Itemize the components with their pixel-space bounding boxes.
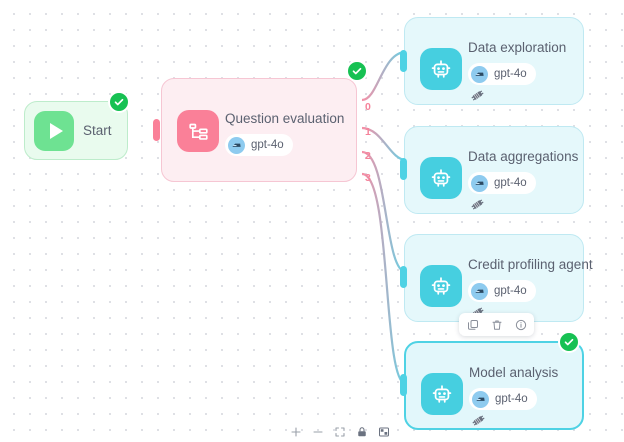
model-avatar-icon	[471, 174, 488, 192]
port-label-0: 0	[365, 101, 371, 113]
model-badge-data-exploration: gpt-4o	[468, 63, 536, 85]
zoom-in-icon[interactable]	[289, 425, 302, 438]
model-avatar-icon	[472, 390, 489, 408]
play-icon	[34, 110, 74, 151]
model-avatar-icon	[471, 65, 488, 83]
node-data-exploration[interactable]: Data exploration gpt-4o	[404, 17, 584, 105]
port-label-2: 2	[365, 150, 371, 162]
node-credit-profiling-agent[interactable]: Credit profiling agent gpt-4o	[404, 234, 593, 322]
model-name-credit-profiling-agent: gpt-4o	[494, 285, 527, 297]
canvas-controls[interactable]	[289, 423, 390, 440]
branch-icon	[177, 110, 219, 152]
robot-icon	[420, 48, 462, 90]
port-in-data-exploration[interactable]	[400, 50, 407, 72]
lock-icon[interactable]	[355, 425, 368, 438]
minimap-icon[interactable]	[377, 425, 390, 438]
port-label-3: 3	[365, 172, 371, 184]
robot-icon	[420, 265, 462, 307]
node-model-analysis-title: Model analysis	[469, 365, 559, 380]
model-name-model-analysis: gpt-4o	[495, 393, 528, 405]
fit-view-icon[interactable]	[333, 425, 346, 438]
model-badge-credit-profiling-agent: gpt-4o	[468, 280, 536, 302]
node-start-label: Start	[83, 123, 112, 138]
model-name-data-exploration: gpt-4o	[494, 68, 527, 80]
node-model-analysis[interactable]: Model analysis gpt-4o	[404, 341, 584, 430]
node-start[interactable]: Start	[24, 101, 128, 160]
node-question-evaluation[interactable]: Question evaluation gpt-4o	[161, 78, 357, 182]
model-badge-model-analysis: gpt-4o	[469, 388, 537, 410]
status-badge-model-analysis	[558, 331, 580, 353]
tool-plugin-icon	[470, 197, 485, 212]
model-badge-data-aggregations: gpt-4o	[468, 172, 536, 194]
info-icon[interactable]	[514, 318, 527, 331]
robot-icon	[420, 157, 462, 199]
zoom-out-icon[interactable]	[311, 425, 324, 438]
delete-icon[interactable]	[490, 318, 503, 331]
node-question-evaluation-title: Question evaluation	[225, 111, 345, 126]
status-badge-start	[108, 91, 130, 113]
model-name-router: gpt-4o	[251, 139, 284, 151]
tool-plugin-icon	[471, 413, 486, 428]
port-in-data-aggregations[interactable]	[400, 158, 407, 180]
node-credit-profiling-agent-title: Credit profiling agent	[468, 257, 593, 272]
port-in-router[interactable]	[153, 119, 160, 141]
port-label-1: 1	[365, 126, 371, 138]
model-badge-router: gpt-4o	[225, 134, 293, 156]
model-avatar-icon	[471, 282, 488, 300]
robot-icon	[421, 373, 463, 415]
node-data-exploration-title: Data exploration	[468, 40, 567, 55]
tool-plugin-icon	[470, 88, 485, 103]
node-data-aggregations-title: Data aggregations	[468, 149, 579, 164]
model-name-data-aggregations: gpt-4o	[494, 177, 527, 189]
port-in-model-analysis[interactable]	[400, 374, 407, 396]
node-data-aggregations[interactable]: Data aggregations gpt-4o	[404, 126, 584, 214]
port-in-credit-profiling-agent[interactable]	[400, 266, 407, 288]
node-toolbar[interactable]	[459, 313, 534, 336]
model-avatar-icon	[228, 136, 245, 154]
duplicate-icon[interactable]	[466, 318, 479, 331]
status-badge-router	[346, 60, 368, 82]
